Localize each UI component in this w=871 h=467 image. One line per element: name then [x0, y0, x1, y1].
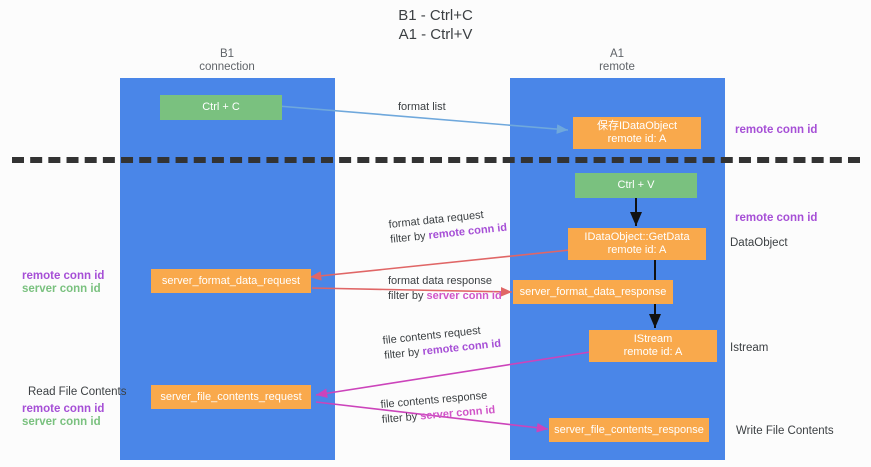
node-data-object-label: 保存IDataObject [596, 120, 678, 132]
node-server-file-contents-response[interactable]: server_file_contents_response [549, 418, 709, 442]
edge-label-format-data-response: format data response filter by server co… [388, 274, 502, 304]
node-ctrl-v-label: Ctrl + V [617, 179, 655, 191]
edge-label-format-list-line1: format list [398, 101, 446, 113]
node-server-file-contents-request[interactable]: server_file_contents_request [151, 385, 311, 409]
column-header-b1: B1 connection [147, 48, 307, 74]
node-istream[interactable]: IStream remote id: A [589, 330, 717, 362]
title-line-1: B1 - Ctrl+C [398, 7, 473, 24]
node-getdata-label: IDataObject::GetData [584, 231, 690, 243]
node-data-object[interactable]: 保存IDataObject remote id: A [573, 117, 701, 149]
annotation-left-server-conn-id-mid: server conn id [22, 283, 101, 295]
title-line-2: A1 - Ctrl+V [398, 26, 473, 43]
filter-prefix: filter by [381, 410, 421, 426]
node-istream-label: IStream [633, 333, 673, 345]
node-ctrl-c[interactable]: Ctrl + C [160, 95, 282, 120]
column-header-b1-role: connection [199, 61, 255, 73]
phase-separator-dashed-line [12, 157, 860, 163]
edge-label-format-data-request: format data request filter by remote con… [388, 206, 508, 248]
annotation-left-server-conn-id-bottom: server conn id [22, 416, 101, 428]
edge-label-format-list: format list [398, 100, 446, 115]
page-title: B1 - Ctrl+C A1 - Ctrl+V [0, 6, 871, 44]
node-server-file-contents-request-label: server_file_contents_request [160, 390, 302, 403]
annotation-left-read-file-contents: Read File Contents [28, 386, 127, 398]
node-server-file-contents-response-label: server_file_contents_response [554, 423, 704, 436]
node-server-format-data-response-label: server_format_data_response [519, 285, 667, 298]
filter-prefix: filter by [383, 345, 424, 362]
edge-label-format-data-response-line1: format data response [388, 275, 492, 287]
filter-prefix: filter by [388, 290, 427, 302]
annotation-right-write-file-contents: Write File Contents [736, 425, 834, 437]
annotation-right-remote-conn-id-top: remote conn id [735, 124, 818, 136]
filter-prefix: filter by [389, 229, 430, 246]
annotation-right-remote-conn-id-mid: remote conn id [735, 212, 818, 224]
node-getdata-sub: remote id: A [607, 244, 667, 256]
node-ctrl-v[interactable]: Ctrl + V [575, 173, 697, 198]
column-header-a1-name: A1 [609, 48, 625, 60]
annotation-left-remote-conn-id-bottom: remote conn id [22, 403, 105, 415]
annotation-left-remote-conn-id-mid: remote conn id [22, 270, 105, 282]
node-ctrl-c-label: Ctrl + C [202, 101, 240, 113]
column-header-a1: A1 remote [537, 48, 697, 74]
annotation-right-istream: Istream [730, 342, 769, 354]
node-data-object-sub: remote id: A [607, 133, 667, 145]
column-header-b1-name: B1 [219, 48, 235, 60]
edge-label-file-contents-request: file contents request filter by remote c… [382, 322, 502, 364]
filter-token-server-conn-id: server conn id [426, 290, 502, 302]
edge-label-file-contents-response: file contents response filter by server … [380, 388, 496, 428]
node-server-format-data-response[interactable]: server_format_data_response [513, 280, 673, 304]
column-header-a1-role: remote [599, 61, 635, 73]
annotation-right-data-object: DataObject [730, 237, 788, 249]
node-istream-sub: remote id: A [623, 346, 683, 358]
edge-label-format-data-response-line2: filter by server conn id [388, 289, 502, 304]
node-server-format-data-request[interactable]: server_format_data_request [151, 269, 311, 293]
node-getdata[interactable]: IDataObject::GetData remote id: A [568, 228, 706, 260]
node-server-format-data-request-label: server_format_data_request [161, 274, 301, 287]
